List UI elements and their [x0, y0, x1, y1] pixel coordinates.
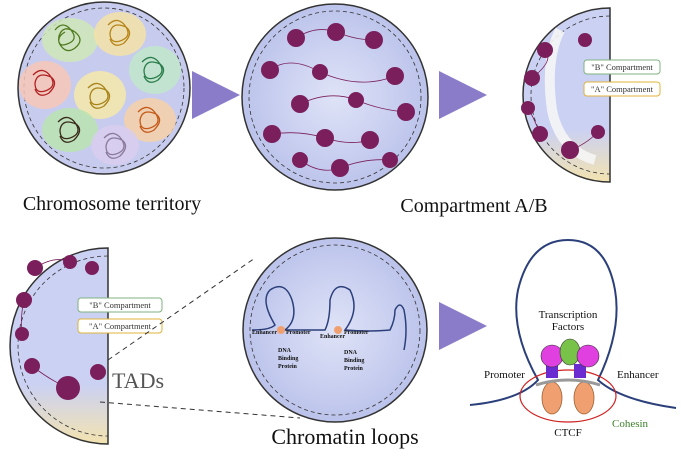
compartment-half-panel: "B" Compartment "A" Compartment	[521, 7, 661, 183]
loop-detail-panel	[469, 238, 677, 423]
promoter-small-label-2: Promoter	[344, 330, 369, 336]
enhancer-small-label: Enhancer	[252, 330, 277, 336]
chromosome-territory-panel	[17, 1, 191, 175]
promoter-small-label: Promoter	[286, 330, 311, 336]
binding-label-2: Binding	[344, 358, 364, 364]
dna-label-2: DNA	[344, 350, 358, 356]
chromatin-loops-panel	[242, 237, 428, 423]
compartment-ab-label: Compartment A/B	[400, 195, 547, 217]
protein-label-2: Protein	[344, 366, 364, 372]
enhancer-label: Enhancer	[617, 369, 659, 381]
chromatin-loops-label: Chromatin loops	[271, 424, 418, 449]
b-compartment-label: "B" Compartment	[591, 62, 653, 72]
cohesin-label: Cohesin	[612, 418, 649, 430]
b-compartment-label-2: "B" Compartment	[89, 300, 151, 310]
a-compartment-label-2: "A" Compartment	[89, 321, 152, 331]
promoter-label: Promoter	[484, 369, 525, 381]
tads-label: TADs	[112, 368, 164, 393]
factors-label: Factors	[552, 321, 584, 333]
compartment-nucleus-panel	[241, 3, 429, 191]
tads-panel: "B" Compartment "A" Compartment	[9, 247, 163, 445]
dna-label: DNA	[278, 348, 292, 354]
chromosome-territory-label: Chromosome territory	[23, 193, 201, 215]
binding-label: Binding	[278, 356, 298, 362]
enhancer-small-label-2: Enhancer	[320, 334, 345, 340]
ctcf-label: CTCF	[554, 427, 582, 439]
transcription-label: Transcription	[539, 309, 598, 321]
a-compartment-label: "A" Compartment	[591, 84, 654, 94]
protein-label: Protein	[278, 364, 298, 370]
